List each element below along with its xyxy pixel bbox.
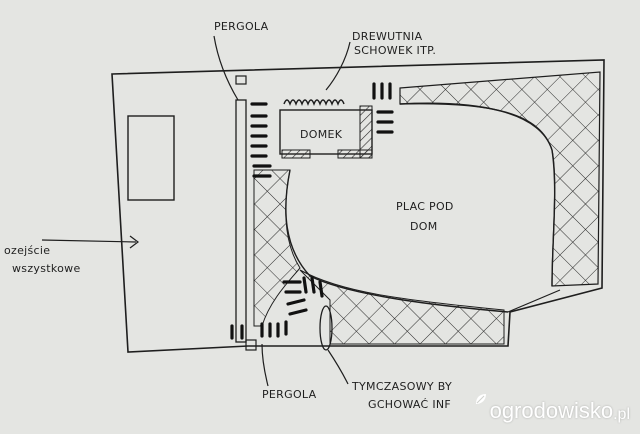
label-wejscie: ozejście	[4, 244, 50, 257]
domek-wall-left	[281, 149, 311, 159]
plot-boundary	[111, 59, 605, 353]
label-plac: PLAC POD	[396, 200, 454, 213]
pergola-post-top	[235, 75, 247, 85]
temporary-structure	[319, 305, 333, 351]
plot-curve-top	[399, 102, 556, 287]
pergola-post-bottom	[245, 339, 257, 351]
label-schowek: SCHOWEK ITP.	[354, 44, 436, 57]
hatched-garden-bottom	[299, 269, 505, 345]
label-dom: DOM	[410, 220, 438, 233]
hatched-garden-right	[399, 71, 601, 287]
leaf-icon	[475, 394, 486, 404]
watermark-suffix: .pl	[613, 406, 630, 423]
left-rectangle	[127, 115, 175, 201]
shrub-marks	[230, 82, 394, 340]
label-tymczasowy: TYMCZASOWY BY	[351, 380, 452, 393]
domek-wall-side	[359, 105, 373, 159]
plot-corner-line	[507, 289, 561, 313]
pergola-column	[235, 99, 247, 343]
label-drewutnia: DREWUTNIA	[352, 30, 423, 43]
label-pergola-bottom: PERGOLA	[262, 388, 317, 401]
label-wszystkowe: wszystkowe	[12, 262, 81, 275]
label-pergola-top: PERGOLA	[214, 20, 269, 33]
watermark: ogrodowisko.pl	[474, 392, 630, 424]
label-domek: DOMEK	[300, 128, 343, 141]
leader-lines	[41, 35, 351, 387]
plot-curve	[285, 169, 509, 313]
drewutnia-coil	[283, 99, 345, 106]
label-schowac: GCHOWAĆ INF	[368, 398, 451, 411]
watermark-text: ogrodowisko	[489, 398, 614, 423]
